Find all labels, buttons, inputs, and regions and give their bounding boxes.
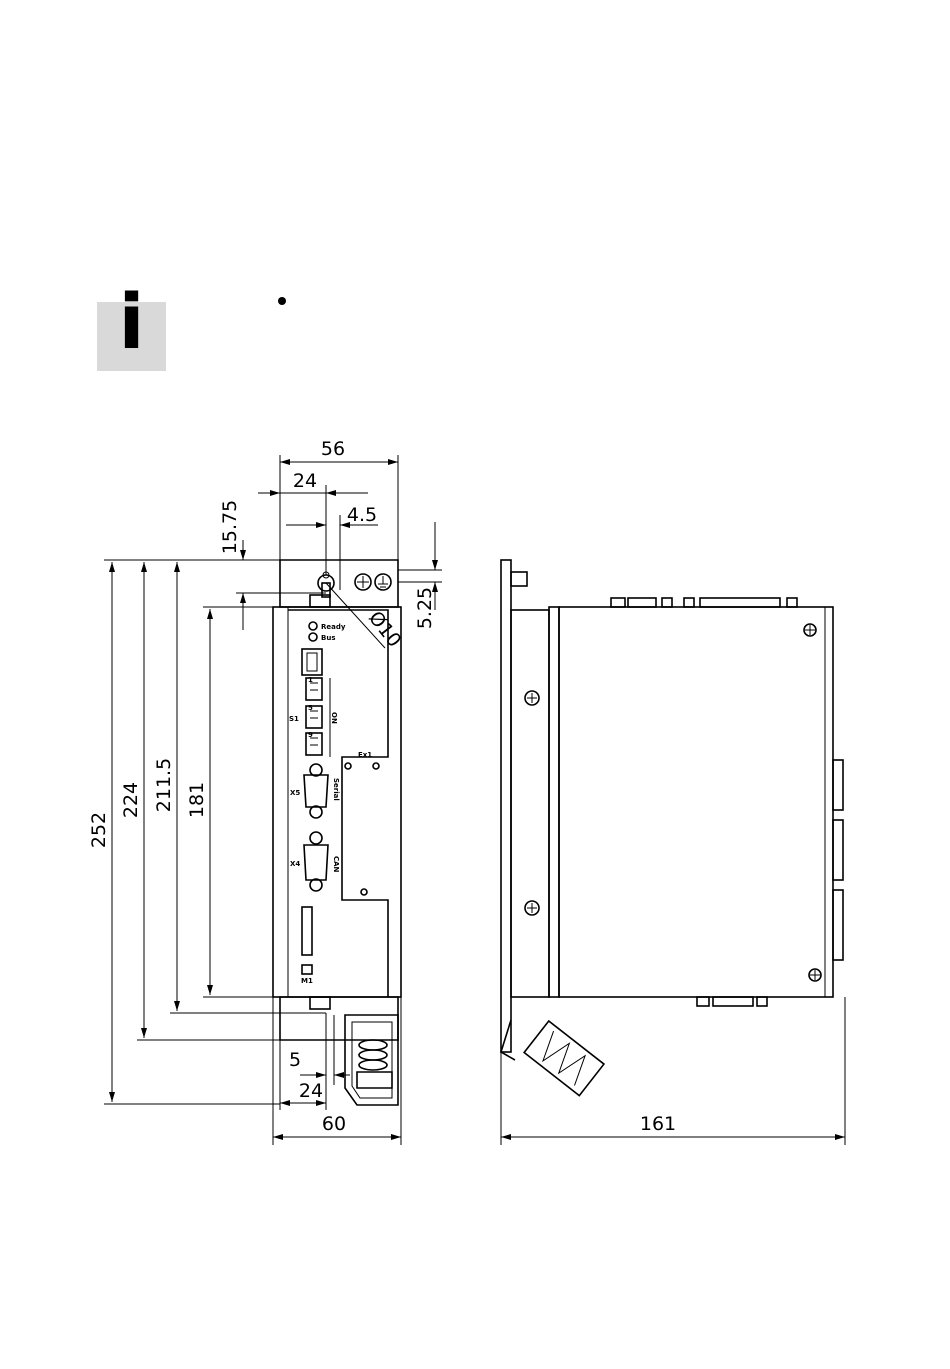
- port-x4-label: X4: [290, 860, 300, 868]
- port-x4-name: CAN: [332, 856, 340, 873]
- dim-width-60: 60: [322, 1113, 346, 1135]
- dim-height-224: 224: [120, 782, 142, 818]
- dim-width-56: 56: [321, 438, 345, 460]
- port-x5-name: Serial: [332, 778, 340, 801]
- switch-on-label: ON: [330, 712, 338, 724]
- switch-pos-1: 1: [308, 676, 313, 684]
- dim-height-15-75: 15.75: [219, 500, 241, 554]
- switch-pos-9: 9: [308, 731, 313, 739]
- dim-height-181: 181: [186, 782, 208, 818]
- switch-pos-5: 5: [308, 704, 313, 712]
- led-bus-label: Bus: [321, 634, 336, 642]
- dim-hole-diameter: Ø10: [364, 607, 405, 651]
- dim-height-5-25: 5.25: [414, 587, 436, 629]
- dim-offset-5: 5: [289, 1049, 301, 1071]
- dim-offset-4-5: 4.5: [347, 504, 377, 526]
- dimension-lines: [104, 455, 845, 1145]
- switch-s1-label: S1: [289, 715, 299, 723]
- dim-width-24-bottom: 24: [299, 1080, 323, 1102]
- dim-height-252: 252: [88, 812, 110, 848]
- connector-m1-label: M1: [301, 977, 313, 985]
- dim-depth-161: 161: [640, 1113, 676, 1135]
- led-ready-label: Ready: [321, 623, 346, 631]
- port-x5-label: X5: [290, 789, 300, 797]
- dim-width-24-top: 24: [293, 470, 317, 492]
- slot-ex1-label: Ex1: [358, 751, 372, 759]
- dim-height-211-5: 211.5: [153, 758, 175, 812]
- side-view: [501, 560, 843, 1096]
